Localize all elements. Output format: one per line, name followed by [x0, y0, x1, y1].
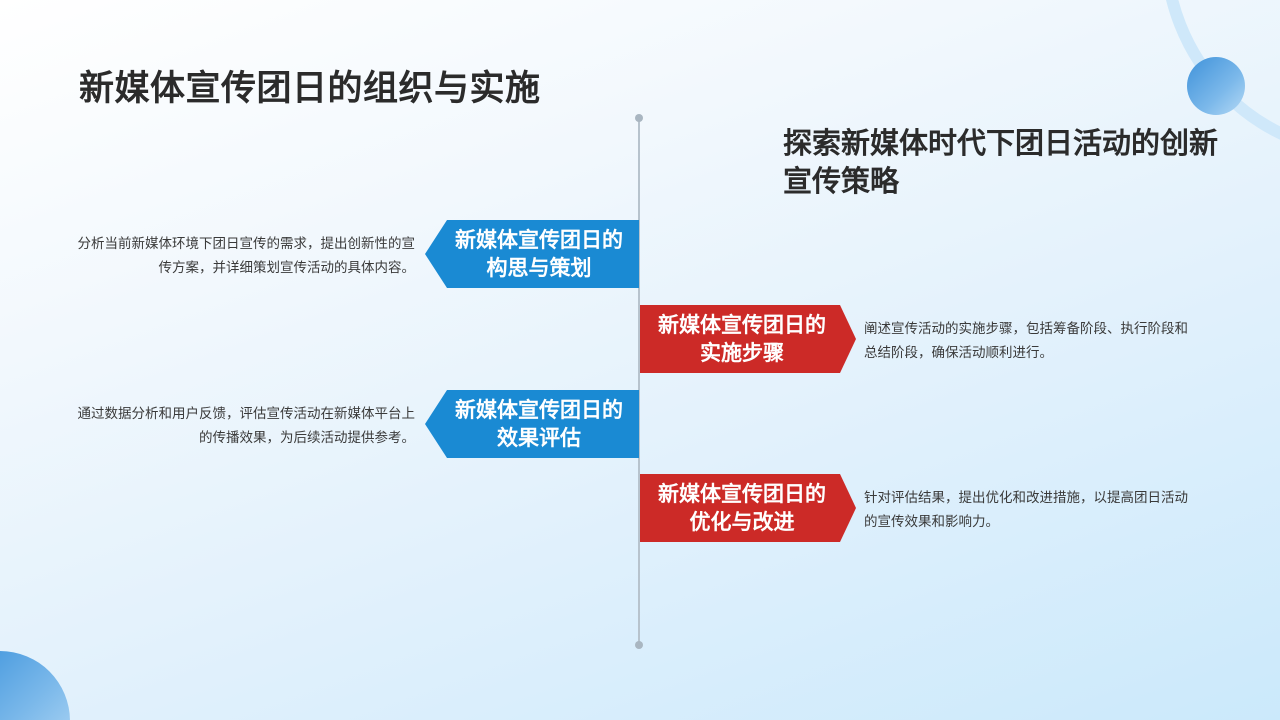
stage-tag-planning: 新媒体宣传团日的 构思与策划	[425, 220, 639, 288]
stage-tag-evaluation: 新媒体宣传团日的 效果评估	[425, 390, 639, 458]
stage-tag-implementation: 新媒体宣传团日的 实施步骤	[640, 305, 856, 373]
decorative-circle	[1187, 57, 1245, 115]
stage-description-implementation: 阐述宣传活动的实施步骤，包括筹备阶段、执行阶段和总结阶段，确保活动顺利进行。	[864, 321, 1188, 361]
tag-line1: 新媒体宣传团日的	[658, 482, 826, 506]
timeline-line	[638, 118, 640, 645]
tag-line2: 实施步骤	[700, 341, 784, 365]
stage-description-planning: 分析当前新媒体环境下团日宣传的需求，提出创新性的宣传方案，并详细策划宣传活动的具…	[77, 236, 416, 276]
tag-line1: 新媒体宣传团日的	[455, 228, 623, 252]
tag-line2: 构思与策划	[486, 256, 592, 280]
timeline-end-dot	[635, 641, 643, 649]
stage-description-evaluation: 通过数据分析和用户反馈，评估宣传活动在新媒体平台上的传播效果，为后续活动提供参考…	[77, 406, 416, 446]
stage-description-optimization: 针对评估结果，提出优化和改进措施，以提高团日活动的宣传效果和影响力。	[864, 490, 1188, 530]
tag-line1: 新媒体宣传团日的	[658, 313, 826, 337]
subtitle: 探索新媒体时代下团日活动的创新宣传策略	[783, 126, 1219, 198]
decorative-corner-circle	[0, 651, 70, 720]
tag-line1: 新媒体宣传团日的	[455, 398, 623, 422]
tag-line2: 优化与改进	[689, 510, 795, 534]
tag-line2: 效果评估	[497, 426, 581, 450]
page-title: 新媒体宣传团日的组织与实施	[79, 69, 541, 109]
stage-tag-optimization: 新媒体宣传团日的 优化与改进	[640, 474, 856, 542]
timeline-start-dot	[635, 114, 643, 122]
